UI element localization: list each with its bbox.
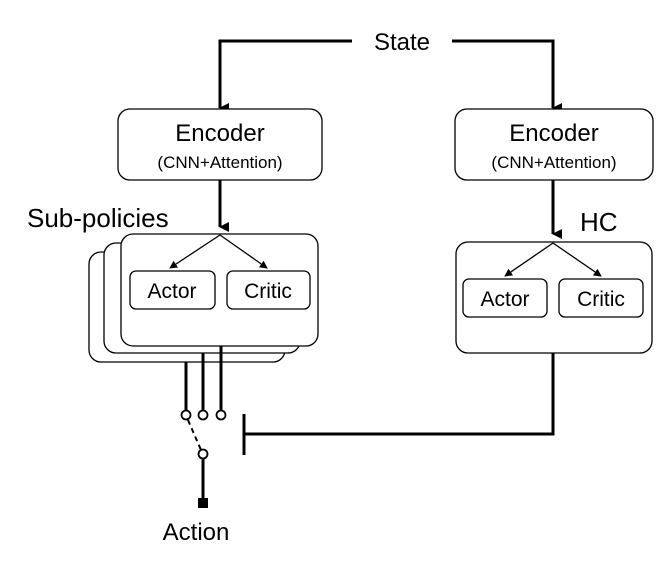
subpolicy-critic-box: Critic	[226, 270, 311, 310]
state-label: State	[374, 29, 430, 56]
hc-control-line	[244, 353, 555, 436]
subpolicy-split-to-critic	[219, 234, 268, 269]
switch-contact-3	[215, 409, 227, 421]
left-encoder-subtitle: (CNN+Attention)	[157, 153, 282, 172]
hc-critic-box: Critic	[558, 278, 644, 318]
action-terminal	[198, 498, 208, 508]
left-encoder-title: Encoder	[175, 120, 264, 147]
left-encoder-box: Encoder (CNN+Attention)	[117, 108, 323, 181]
hc-actor-label: Actor	[480, 288, 529, 311]
hc-split-to-critic	[552, 242, 602, 277]
action-label: Action	[163, 519, 230, 546]
right-encoder-title: Encoder	[509, 120, 598, 147]
state-to-left-encoder-arrow	[218, 39, 352, 113]
hc-critic-label: Critic	[577, 288, 625, 311]
subpolicy-split-to-actor	[169, 234, 221, 269]
switch-contact-2	[197, 409, 209, 421]
subpolicy-critic-label: Critic	[244, 280, 292, 303]
state-to-right-encoder-arrow	[452, 39, 562, 113]
switch-pivot	[197, 448, 209, 460]
switch-lever	[187, 419, 202, 451]
right-encoder-box: Encoder (CNN+Attention)	[454, 108, 654, 181]
hc-split-to-actor	[504, 242, 554, 277]
subpolicies-label: Sub-policies	[27, 203, 169, 233]
right-encoder-subtitle: (CNN+Attention)	[491, 153, 616, 172]
subpolicy-actor-box: Actor	[129, 270, 216, 310]
subpolicy-actor-label: Actor	[147, 280, 196, 303]
hc-actor-box: Actor	[462, 278, 548, 318]
hc-label: HC	[580, 207, 618, 237]
switch-contact-1	[180, 409, 192, 421]
